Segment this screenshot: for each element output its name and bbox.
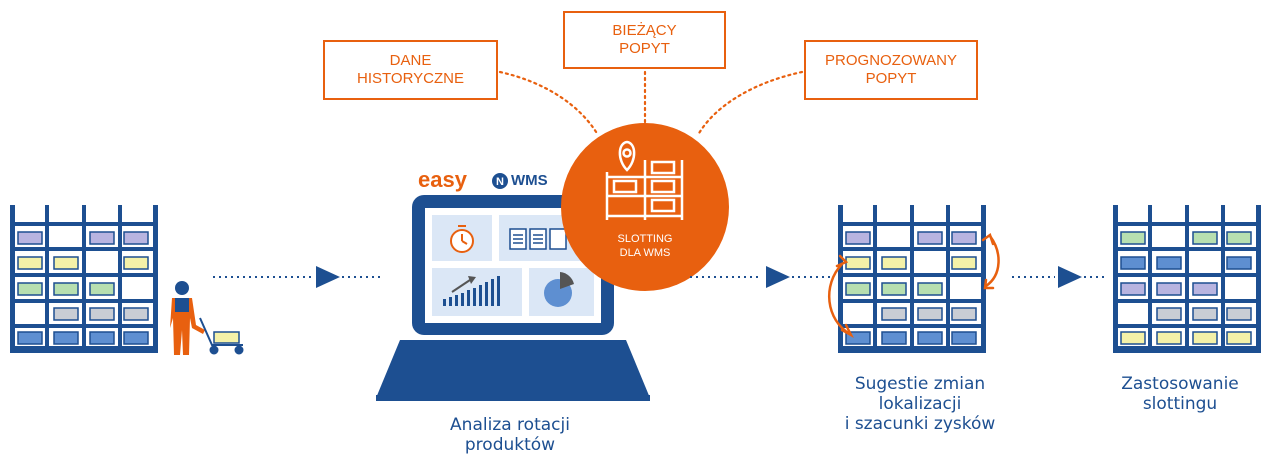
input-historical-line2: HISTORYCZNE bbox=[357, 70, 464, 87]
flow-arrow-1 bbox=[213, 266, 380, 288]
caption-suggestions-line3: i szacunki zysków bbox=[844, 414, 996, 434]
easy-wms-logo: N bbox=[492, 173, 508, 189]
connector-historical bbox=[498, 70, 600, 137]
swap-arrow-icon bbox=[828, 232, 1000, 339]
warehouse-shelf-icon bbox=[1113, 205, 1261, 353]
logo-easy: easy bbox=[418, 167, 467, 192]
input-forecast-line2: POPYT bbox=[865, 70, 917, 87]
flow-arrow-3 bbox=[1012, 266, 1108, 288]
slotting-label: SLOTTING DLA WMS bbox=[590, 232, 700, 260]
connector-forecast bbox=[696, 70, 804, 137]
caption-application-line2: slottingu bbox=[1142, 394, 1218, 414]
warehouse-shelf-icon bbox=[838, 205, 986, 353]
caption-suggestions-line1: Sugestie zmian bbox=[854, 374, 986, 394]
growth-chart-icon bbox=[443, 276, 500, 306]
svg-text:N: N bbox=[496, 176, 504, 188]
caption-analysis: Analiza rotacji produktów bbox=[400, 415, 620, 455]
input-box-historical: DANE HISTORYCZNE bbox=[323, 40, 498, 100]
input-current-line2: POPYT bbox=[619, 40, 670, 57]
hand-truck-icon bbox=[199, 317, 244, 355]
pie-chart-icon bbox=[544, 272, 574, 307]
slotting-line2: DLA WMS bbox=[619, 247, 671, 259]
caption-suggestions: Sugestie zmian lokalizacji i szacunki zy… bbox=[810, 374, 1030, 434]
documents-icon bbox=[509, 228, 567, 250]
warehouse-shelf-icon bbox=[605, 160, 684, 220]
input-connectors bbox=[498, 70, 804, 137]
worker-icon bbox=[170, 281, 205, 355]
flow-arrow-2 bbox=[690, 266, 830, 288]
input-box-current: BIEŻĄCY POPYT bbox=[563, 11, 726, 69]
location-pin-icon bbox=[618, 140, 636, 172]
input-box-forecast: PROGNOZOWANY POPYT bbox=[804, 40, 978, 100]
caption-analysis-line2: produktów bbox=[464, 435, 556, 455]
caption-suggestions-line2: lokalizacji bbox=[878, 394, 962, 414]
stopwatch-icon bbox=[450, 225, 474, 253]
screen-tile-growth bbox=[432, 268, 522, 316]
caption-analysis-line1: Analiza rotacji bbox=[450, 415, 570, 435]
logo-wms: WMS bbox=[511, 172, 548, 189]
warehouse-shelf-icon bbox=[10, 205, 158, 353]
caption-application-line1: Zastosowanie bbox=[1121, 374, 1239, 394]
input-current-line1: BIEŻĄCY bbox=[612, 22, 677, 39]
caption-application: Zastosowanie slottingu bbox=[1090, 374, 1268, 414]
input-historical-line1: DANE bbox=[389, 52, 432, 69]
slotting-circle bbox=[561, 123, 729, 291]
slotting-line1: SLOTTING bbox=[617, 233, 673, 245]
input-forecast-line1: PROGNOZOWANY bbox=[825, 52, 957, 69]
